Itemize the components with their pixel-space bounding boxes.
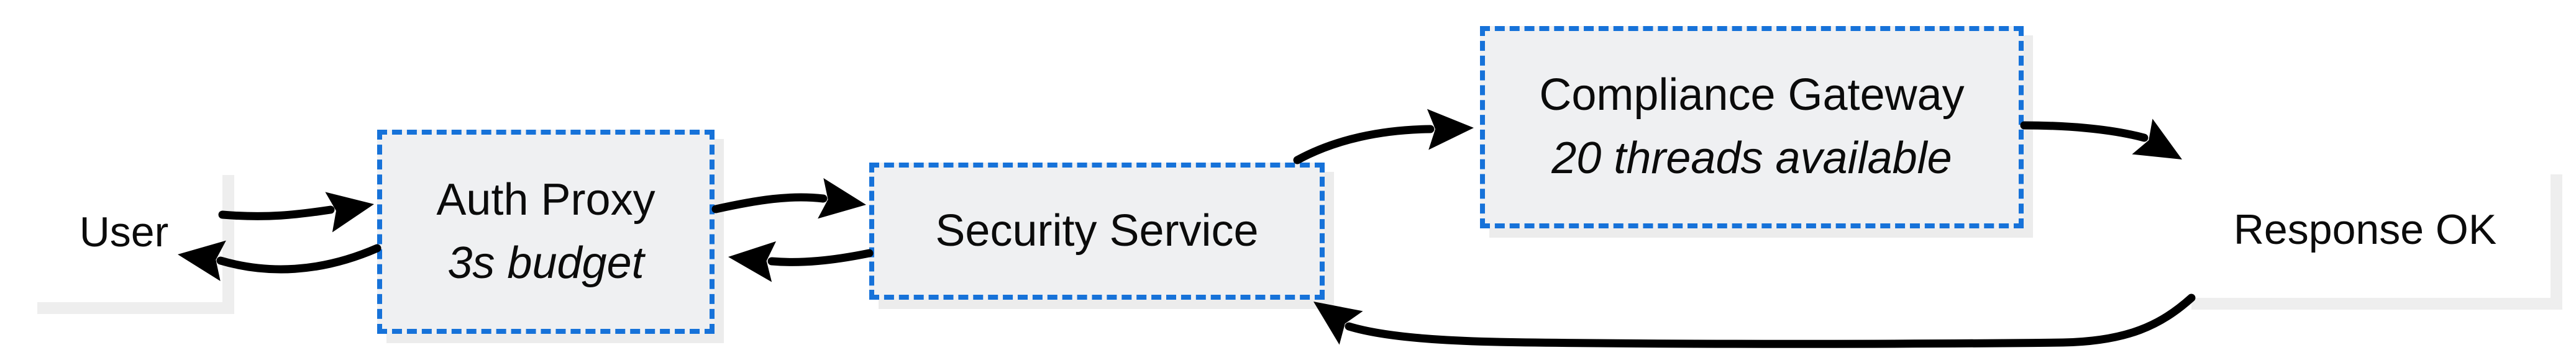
edge-security-service-to-auth-proxy bbox=[728, 241, 874, 282]
node-compliance-gateway-label: Compliance Gateway bbox=[1539, 70, 1965, 120]
node-auth-proxy-note: 3s budget bbox=[447, 238, 644, 288]
edge-compliance-gateway-to-response-ok bbox=[2020, 119, 2182, 159]
edge-user-to-auth-proxy bbox=[218, 192, 374, 233]
node-compliance-gateway-note: 20 threads available bbox=[1551, 133, 1952, 183]
node-security-service: Security Service bbox=[869, 163, 1325, 300]
node-compliance-gateway: Compliance Gateway 20 threads available bbox=[1480, 26, 2024, 228]
node-security-service-label: Security Service bbox=[935, 205, 1259, 256]
node-user: User bbox=[25, 163, 222, 302]
node-user-label: User bbox=[79, 208, 169, 256]
node-auth-proxy: Auth Proxy 3s budget bbox=[377, 130, 715, 334]
node-response-ok: Response OK bbox=[2180, 163, 2551, 298]
edge-auth-proxy-to-security-service bbox=[711, 178, 866, 219]
node-auth-proxy-label: Auth Proxy bbox=[436, 174, 655, 225]
edge-response-ok-to-security-service bbox=[1313, 294, 2196, 348]
node-response-ok-label: Response OK bbox=[2233, 206, 2497, 254]
edge-security-service-to-compliance-gateway bbox=[1293, 109, 1474, 164]
